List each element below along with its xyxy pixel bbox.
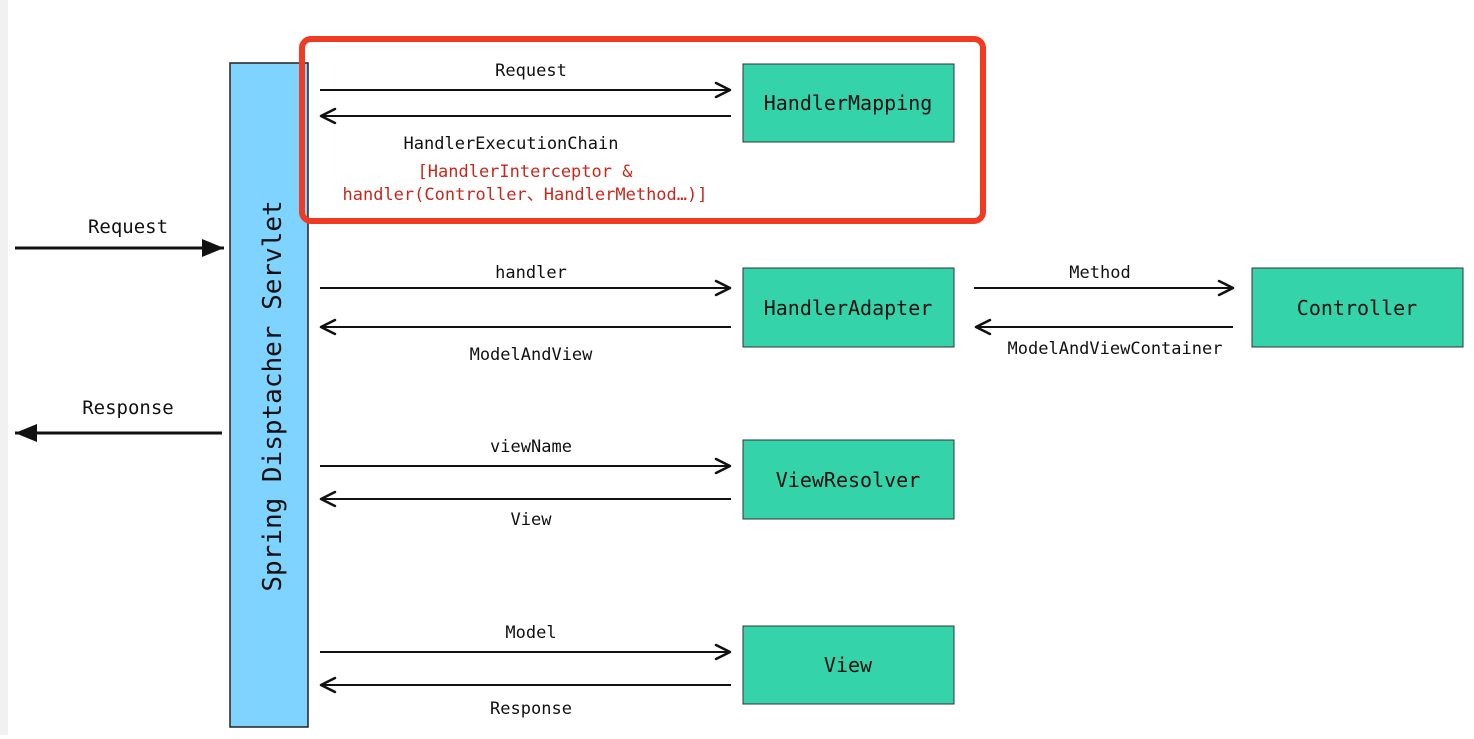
view-resolver-label: ViewResolver [776, 468, 921, 492]
dispatcher-servlet-bar [229, 62, 309, 728]
view-label: View [824, 653, 873, 677]
view-box [742, 625, 955, 705]
resolver-request-label: viewName [490, 437, 572, 457]
external-request-label: Request [88, 216, 168, 238]
view-request-label: Model [505, 623, 556, 643]
mapping-request-label: Request [495, 61, 567, 81]
mapping-response-label: HandlerExecutionChain [404, 134, 619, 154]
controller-box [1251, 267, 1464, 348]
adapter-response-label: ModelAndView [470, 345, 594, 365]
handler-adapter-label: HandlerAdapter [764, 296, 933, 320]
dispatcher-servlet-label: Spring Disptacher Servlet [258, 200, 288, 591]
view-resolver-box [742, 439, 955, 520]
controller-label: Controller [1297, 296, 1417, 320]
resolver-response-label: View [511, 510, 553, 530]
view-response-label: Response [490, 699, 572, 719]
highlight-box [299, 36, 986, 224]
adapter-request-label: handler [495, 263, 567, 283]
page-edge [0, 0, 8, 735]
mapping-detail-line1: [HandlerInterceptor & [418, 162, 634, 182]
external-response-label: Response [82, 397, 174, 419]
controller-response-label: ModelAndViewContainer [1008, 339, 1223, 359]
handler-adapter-box [742, 267, 955, 348]
handler-mapping-box [742, 63, 955, 143]
mapping-detail-line2: handler(Controller、HandlerMethod…)] [343, 185, 708, 205]
handler-mapping-label: HandlerMapping [764, 91, 933, 115]
controller-request-label: Method [1069, 263, 1130, 283]
